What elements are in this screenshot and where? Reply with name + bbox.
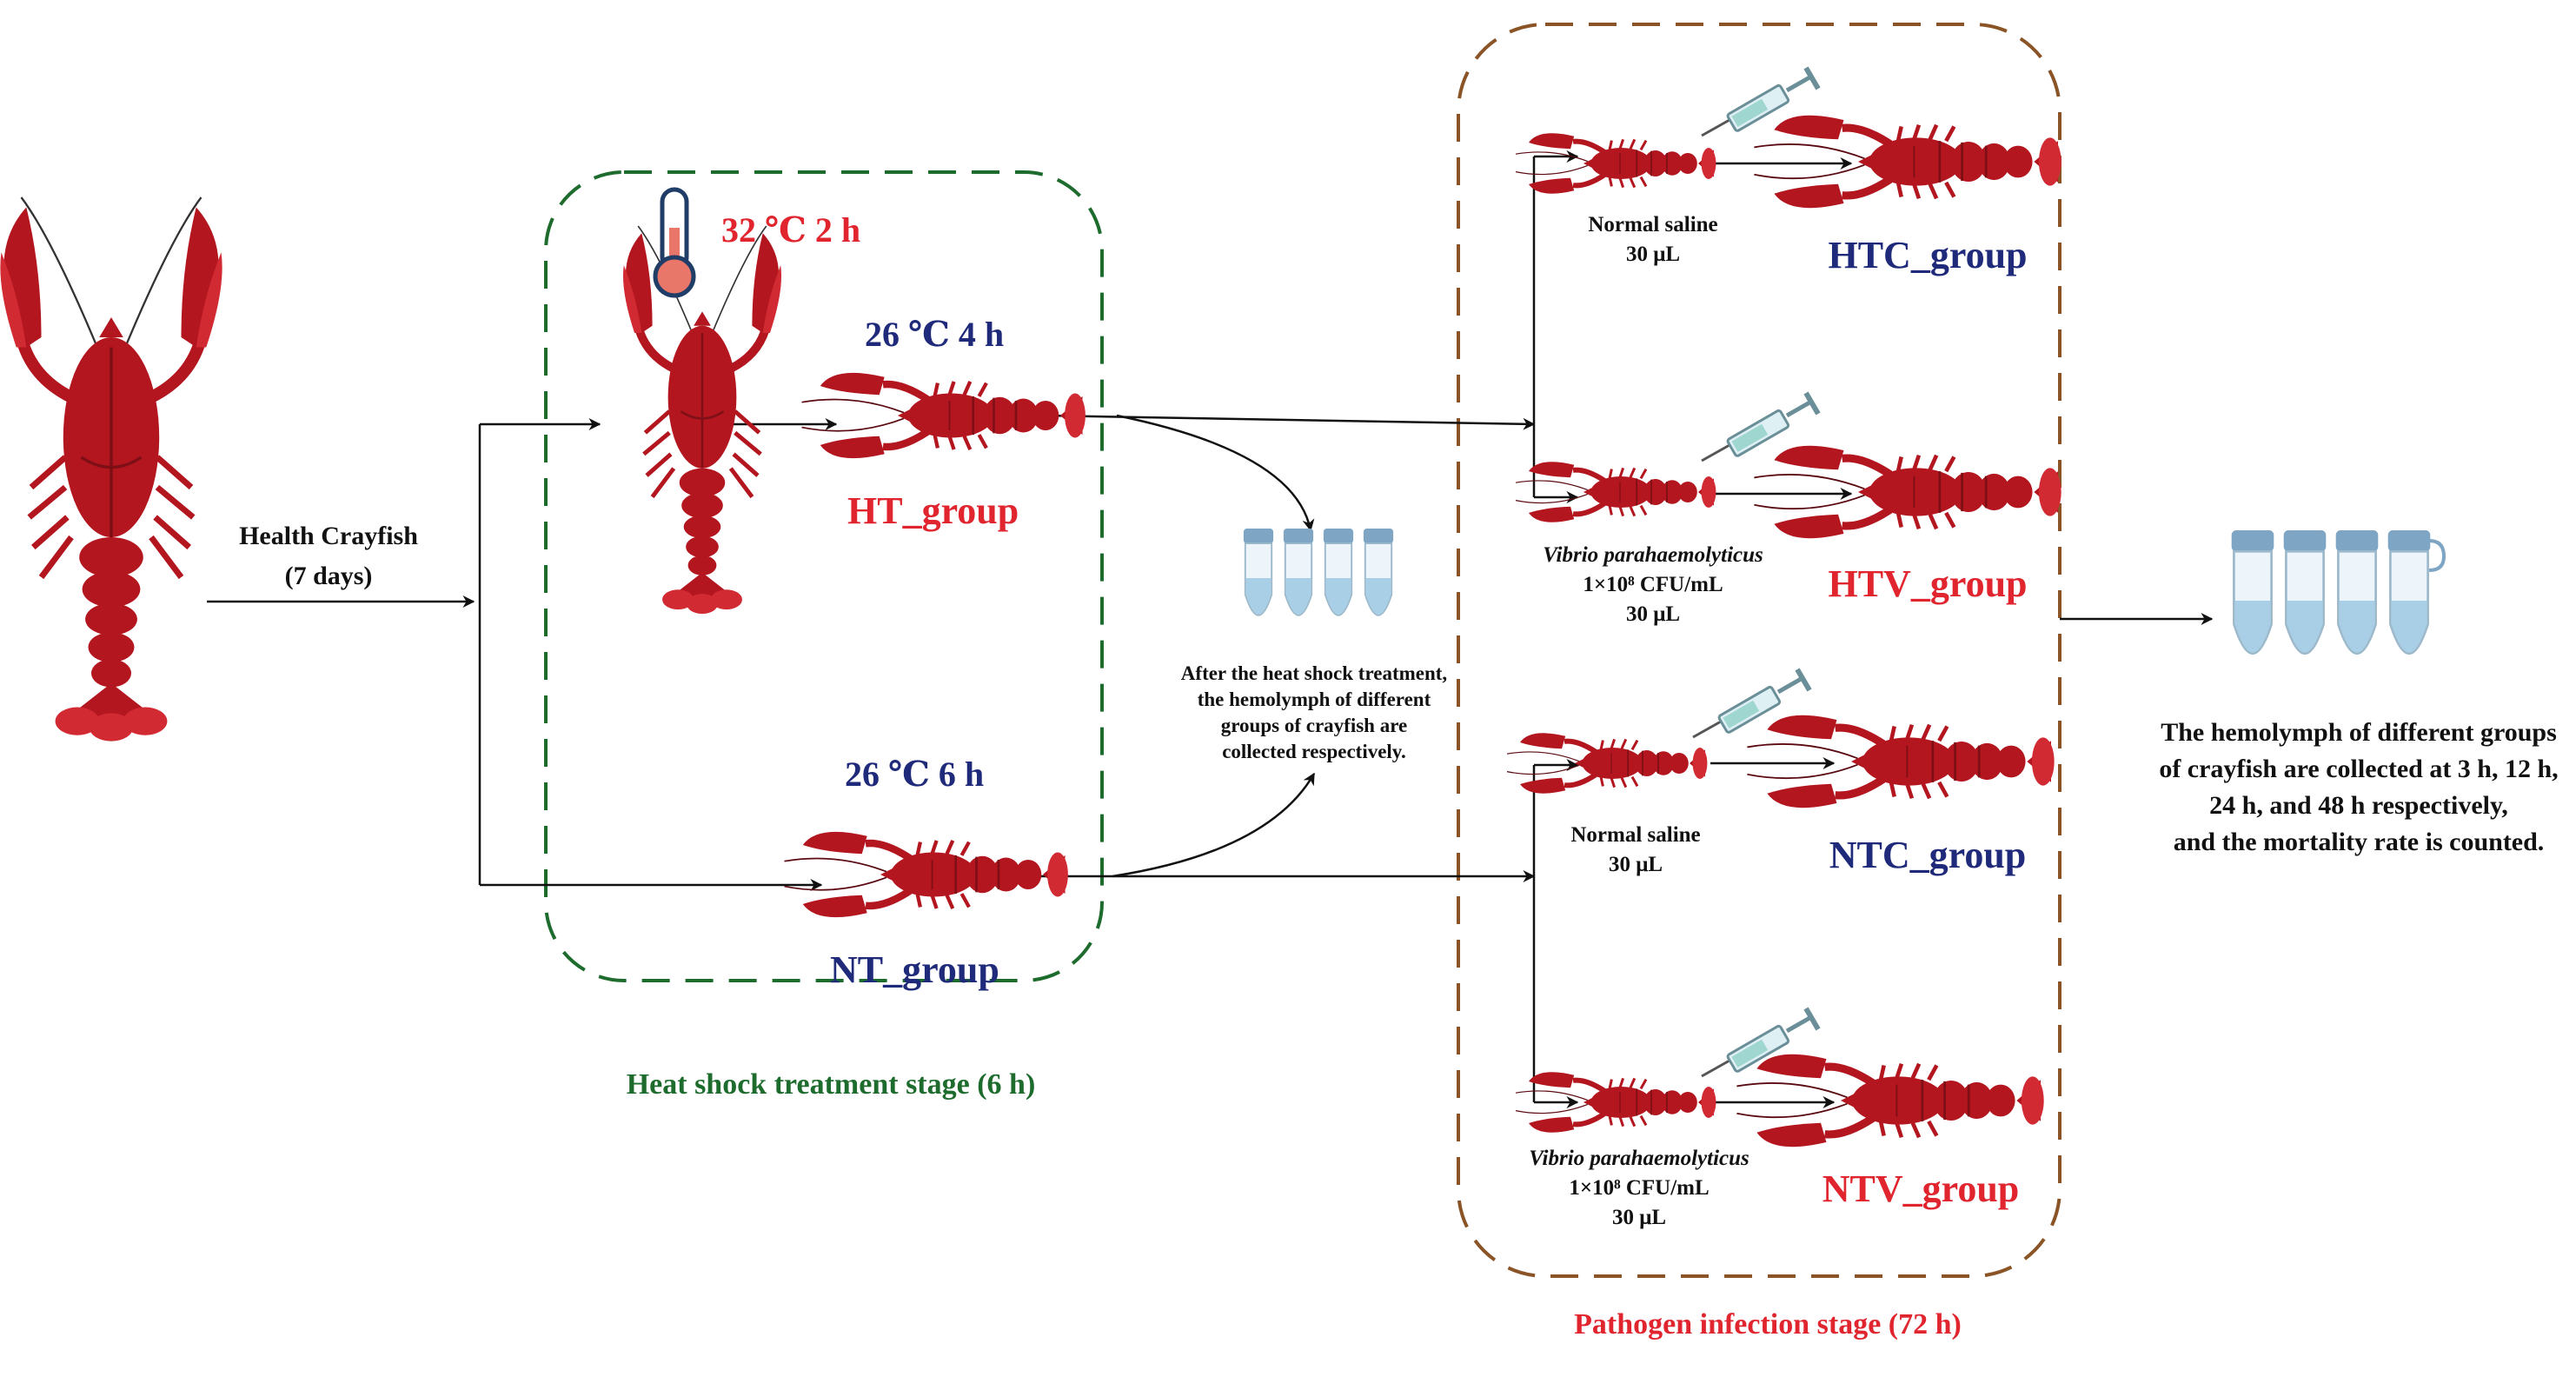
crayfish-icon [1736, 1054, 2043, 1147]
mid-collection-note: After the heat shock treatment, the hemo… [1181, 662, 1447, 762]
svg-text:Normal saline: Normal saline [1588, 213, 1717, 236]
svg-text:30 μL: 30 μL [1609, 853, 1663, 876]
htc-group-label: HTC_group [1828, 234, 2027, 276]
final-collection-note: The hemolymph of different groups of cra… [2159, 718, 2558, 856]
crayfish-icon [1747, 715, 2054, 808]
thermometer-icon [653, 187, 696, 298]
svg-text:Normal saline: Normal saline [1570, 823, 1700, 847]
svg-text:Vibrio parahaemolyticus: Vibrio parahaemolyticus [1543, 543, 1763, 567]
crayfish-icon [1516, 462, 1716, 522]
ht-group-label: HT_group [847, 489, 1019, 532]
pathogen-stage-label: Pathogen infection stage (72 h) [1574, 1308, 1962, 1340]
svg-text:and the mortality rate is coun: and the mortality rate is counted. [2174, 828, 2545, 856]
heat-shock-stage-label: Heat shock treatment stage (6 h) [627, 1068, 1036, 1101]
svg-text:The hemolymph of different gro: The hemolymph of different groups [2161, 718, 2557, 747]
svg-text:24 h, and 48 h respectively,: 24 h, and 48 h respectively, [2209, 791, 2508, 820]
heat-shock-stage-box [544, 170, 1104, 982]
injection-label-ntc: Normal saline 30 μL [1570, 823, 1700, 876]
svg-text:30 μL: 30 μL [1626, 243, 1680, 266]
sample-tubes-icon [1242, 528, 1395, 616]
svg-text:1×10⁸ CFU/mL: 1×10⁸ CFU/mL [1583, 573, 1723, 596]
crayfish-icon [623, 226, 781, 614]
crayfish-icon [1507, 733, 1707, 793]
ntv-group-label: NTV_group [1822, 1167, 2020, 1210]
htv-group-label: HTV_group [1828, 562, 2027, 605]
injection-label-htv: Vibrio parahaemolyticus 1×10⁸ CFU/mL 30 … [1543, 543, 1763, 626]
flow-arrows [207, 150, 2214, 1108]
crayfish-icon [1754, 446, 2061, 538]
crayfish-icon [802, 373, 1086, 458]
sample-tubes-icon [2230, 529, 2447, 655]
injection-label-ntv: Vibrio parahaemolyticus 1×10⁸ CFU/mL 30 … [1529, 1147, 1749, 1229]
svg-text:After the heat shock treatment: After the heat shock treatment, [1181, 662, 1447, 684]
svg-text:Vibrio parahaemolyticus: Vibrio parahaemolyticus [1529, 1147, 1749, 1170]
injection-label-htc: Normal saline 30 μL [1588, 213, 1717, 266]
acclimation-duration-label: (7 days) [285, 562, 373, 590]
svg-text:of crayfish are collected at 3: of crayfish are collected at 3 h, 12 h, [2159, 755, 2558, 783]
crayfish-icon [785, 832, 1068, 917]
pathogen-stage-box [1457, 23, 2061, 1278]
nt-temperature-label: 26 ℃ 6 h [845, 755, 984, 794]
health-crayfish-label: Health Crayfish [239, 522, 418, 550]
svg-text:1×10⁸ CFU/mL: 1×10⁸ CFU/mL [1569, 1176, 1709, 1200]
svg-text:the hemolymph of different: the hemolymph of different [1198, 688, 1431, 710]
nt-group-label: NT_group [830, 948, 999, 991]
svg-text:30 μL: 30 μL [1626, 602, 1680, 626]
heat-temperature-label: 32 ℃ 2 h [721, 210, 860, 249]
svg-text:30 μL: 30 μL [1612, 1206, 1666, 1229]
ntc-group-label: NTC_group [1829, 834, 2027, 876]
ht-recovery-temperature-label: 26 ℃ 4 h [865, 315, 1004, 354]
crayfish-icon [0, 197, 222, 742]
svg-text:groups of crayfish are: groups of crayfish are [1221, 715, 1407, 736]
crayfish-icon [1754, 116, 2061, 208]
crayfish-icon [1516, 133, 1716, 193]
svg-text:collected respectively.: collected respectively. [1222, 741, 1406, 762]
